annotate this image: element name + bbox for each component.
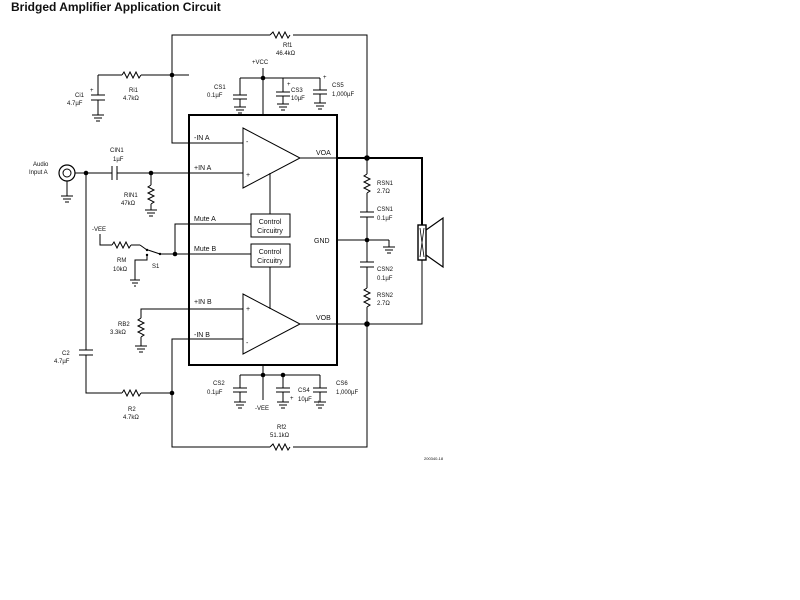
csn2-value: 0.1µF	[377, 276, 393, 282]
control-block-b-label2: Circuitry	[257, 258, 283, 265]
speaker-icon	[417, 216, 444, 269]
cs6-value: 1,000µF	[336, 390, 358, 396]
cs6-plus: +	[317, 400, 321, 406]
rb2-value: 3.3kΩ	[110, 330, 126, 336]
cs1-value: 0.1µF	[207, 93, 223, 99]
cs5-name: CS5	[332, 83, 344, 89]
diagram-title: Bridged Amplifier Application Circuit	[11, 0, 221, 14]
cs4-value: 10µF	[298, 397, 312, 403]
control-block-b: Control Circuitry	[250, 243, 291, 268]
ri1-name: Ri1	[129, 88, 139, 94]
cs5-value: 1,000µF	[332, 92, 354, 98]
audio-input-label2: Input A	[29, 170, 48, 176]
ci1-name: Ci1	[75, 93, 85, 99]
opamp-b-plus-sign: +	[246, 306, 250, 313]
ci1-value: 4.7µF	[67, 101, 83, 107]
cs1-name: CS1	[214, 85, 226, 91]
c2-value: 4.7µF	[54, 359, 70, 365]
rsn2-value: 2.7Ω	[377, 301, 390, 307]
ri1-value: 4.7kΩ	[123, 96, 139, 102]
opamp-a-minus-sign: -	[246, 139, 249, 146]
csn2-name: CSN2	[377, 267, 394, 273]
audio-input-jack	[58, 164, 76, 182]
csn1-name: CSN1	[377, 207, 394, 213]
cs2-value: 0.1µF	[207, 390, 223, 396]
control-block-b-label: Control	[259, 249, 282, 256]
opamp-a: - +	[242, 127, 302, 189]
pin-vob: VOB	[316, 315, 331, 322]
pin-in-b-pos: +IN B	[194, 299, 212, 306]
mute-switch-s1	[130, 244, 189, 287]
pin-in-a-pos: +IN A	[194, 165, 212, 172]
pin-gnd: GND	[314, 238, 330, 245]
cs2-name: CS2	[213, 381, 225, 387]
pin-in-a-neg: -IN A	[194, 135, 210, 142]
rin1-value: 47kΩ	[121, 201, 136, 207]
rin1-name: RIN1	[124, 193, 138, 199]
vee-top-label: -VEE	[92, 227, 106, 233]
pin-mute-a: Mute A	[194, 216, 216, 223]
pin-voa: VOA	[316, 150, 331, 157]
control-block-a-label2: Circuitry	[257, 228, 283, 235]
r2-value: 4.7kΩ	[123, 415, 139, 421]
rsn1-value: 2.7Ω	[377, 189, 390, 195]
csn1-value: 0.1µF	[377, 216, 393, 222]
c2-name: C2	[62, 351, 70, 357]
cs4-name: CS4	[298, 388, 310, 394]
vee-bottom-label: -VEE	[255, 406, 269, 412]
rm-value: 10kΩ	[113, 267, 128, 273]
opamp-a-plus-sign: +	[246, 172, 250, 179]
ci1-plus: +	[90, 88, 94, 94]
cin1-name: CIN1	[110, 148, 124, 154]
rf2-name: Rf2	[277, 425, 287, 431]
rf1-name: Rf1	[283, 43, 293, 49]
opamp-b: + -	[242, 293, 302, 355]
control-block-a-label: Control	[259, 219, 282, 226]
cs3-name: CS3	[291, 88, 303, 94]
cs3-value: 10µF	[291, 96, 305, 102]
rb2-name: RB2	[118, 322, 130, 328]
rsn2-name: RSN2	[377, 293, 394, 299]
cin1-value: 1µF	[113, 157, 124, 163]
rsn1-name: RSN1	[377, 181, 394, 187]
pin-mute-b: Mute B	[194, 246, 217, 253]
cs4-plus: +	[290, 396, 294, 402]
control-block-a: Control Circuitry	[250, 213, 291, 238]
figure-code: 200340-18	[424, 456, 444, 461]
opamp-b-minus-sign: -	[246, 340, 249, 347]
rm-name: RM	[117, 258, 126, 264]
r2-name: R2	[128, 407, 136, 413]
cs3-plus: +	[287, 82, 291, 88]
rf2-value: 51.1kΩ	[270, 433, 290, 439]
rf1-value: 46.4kΩ	[276, 51, 296, 57]
cs6-name: CS6	[336, 381, 348, 387]
s1-name: S1	[152, 264, 160, 270]
audio-input-label: Audio	[33, 162, 49, 168]
pin-in-b-neg: -IN B	[194, 332, 210, 339]
cs5-plus: +	[323, 75, 327, 81]
vcc-label: +VCC	[252, 60, 269, 66]
